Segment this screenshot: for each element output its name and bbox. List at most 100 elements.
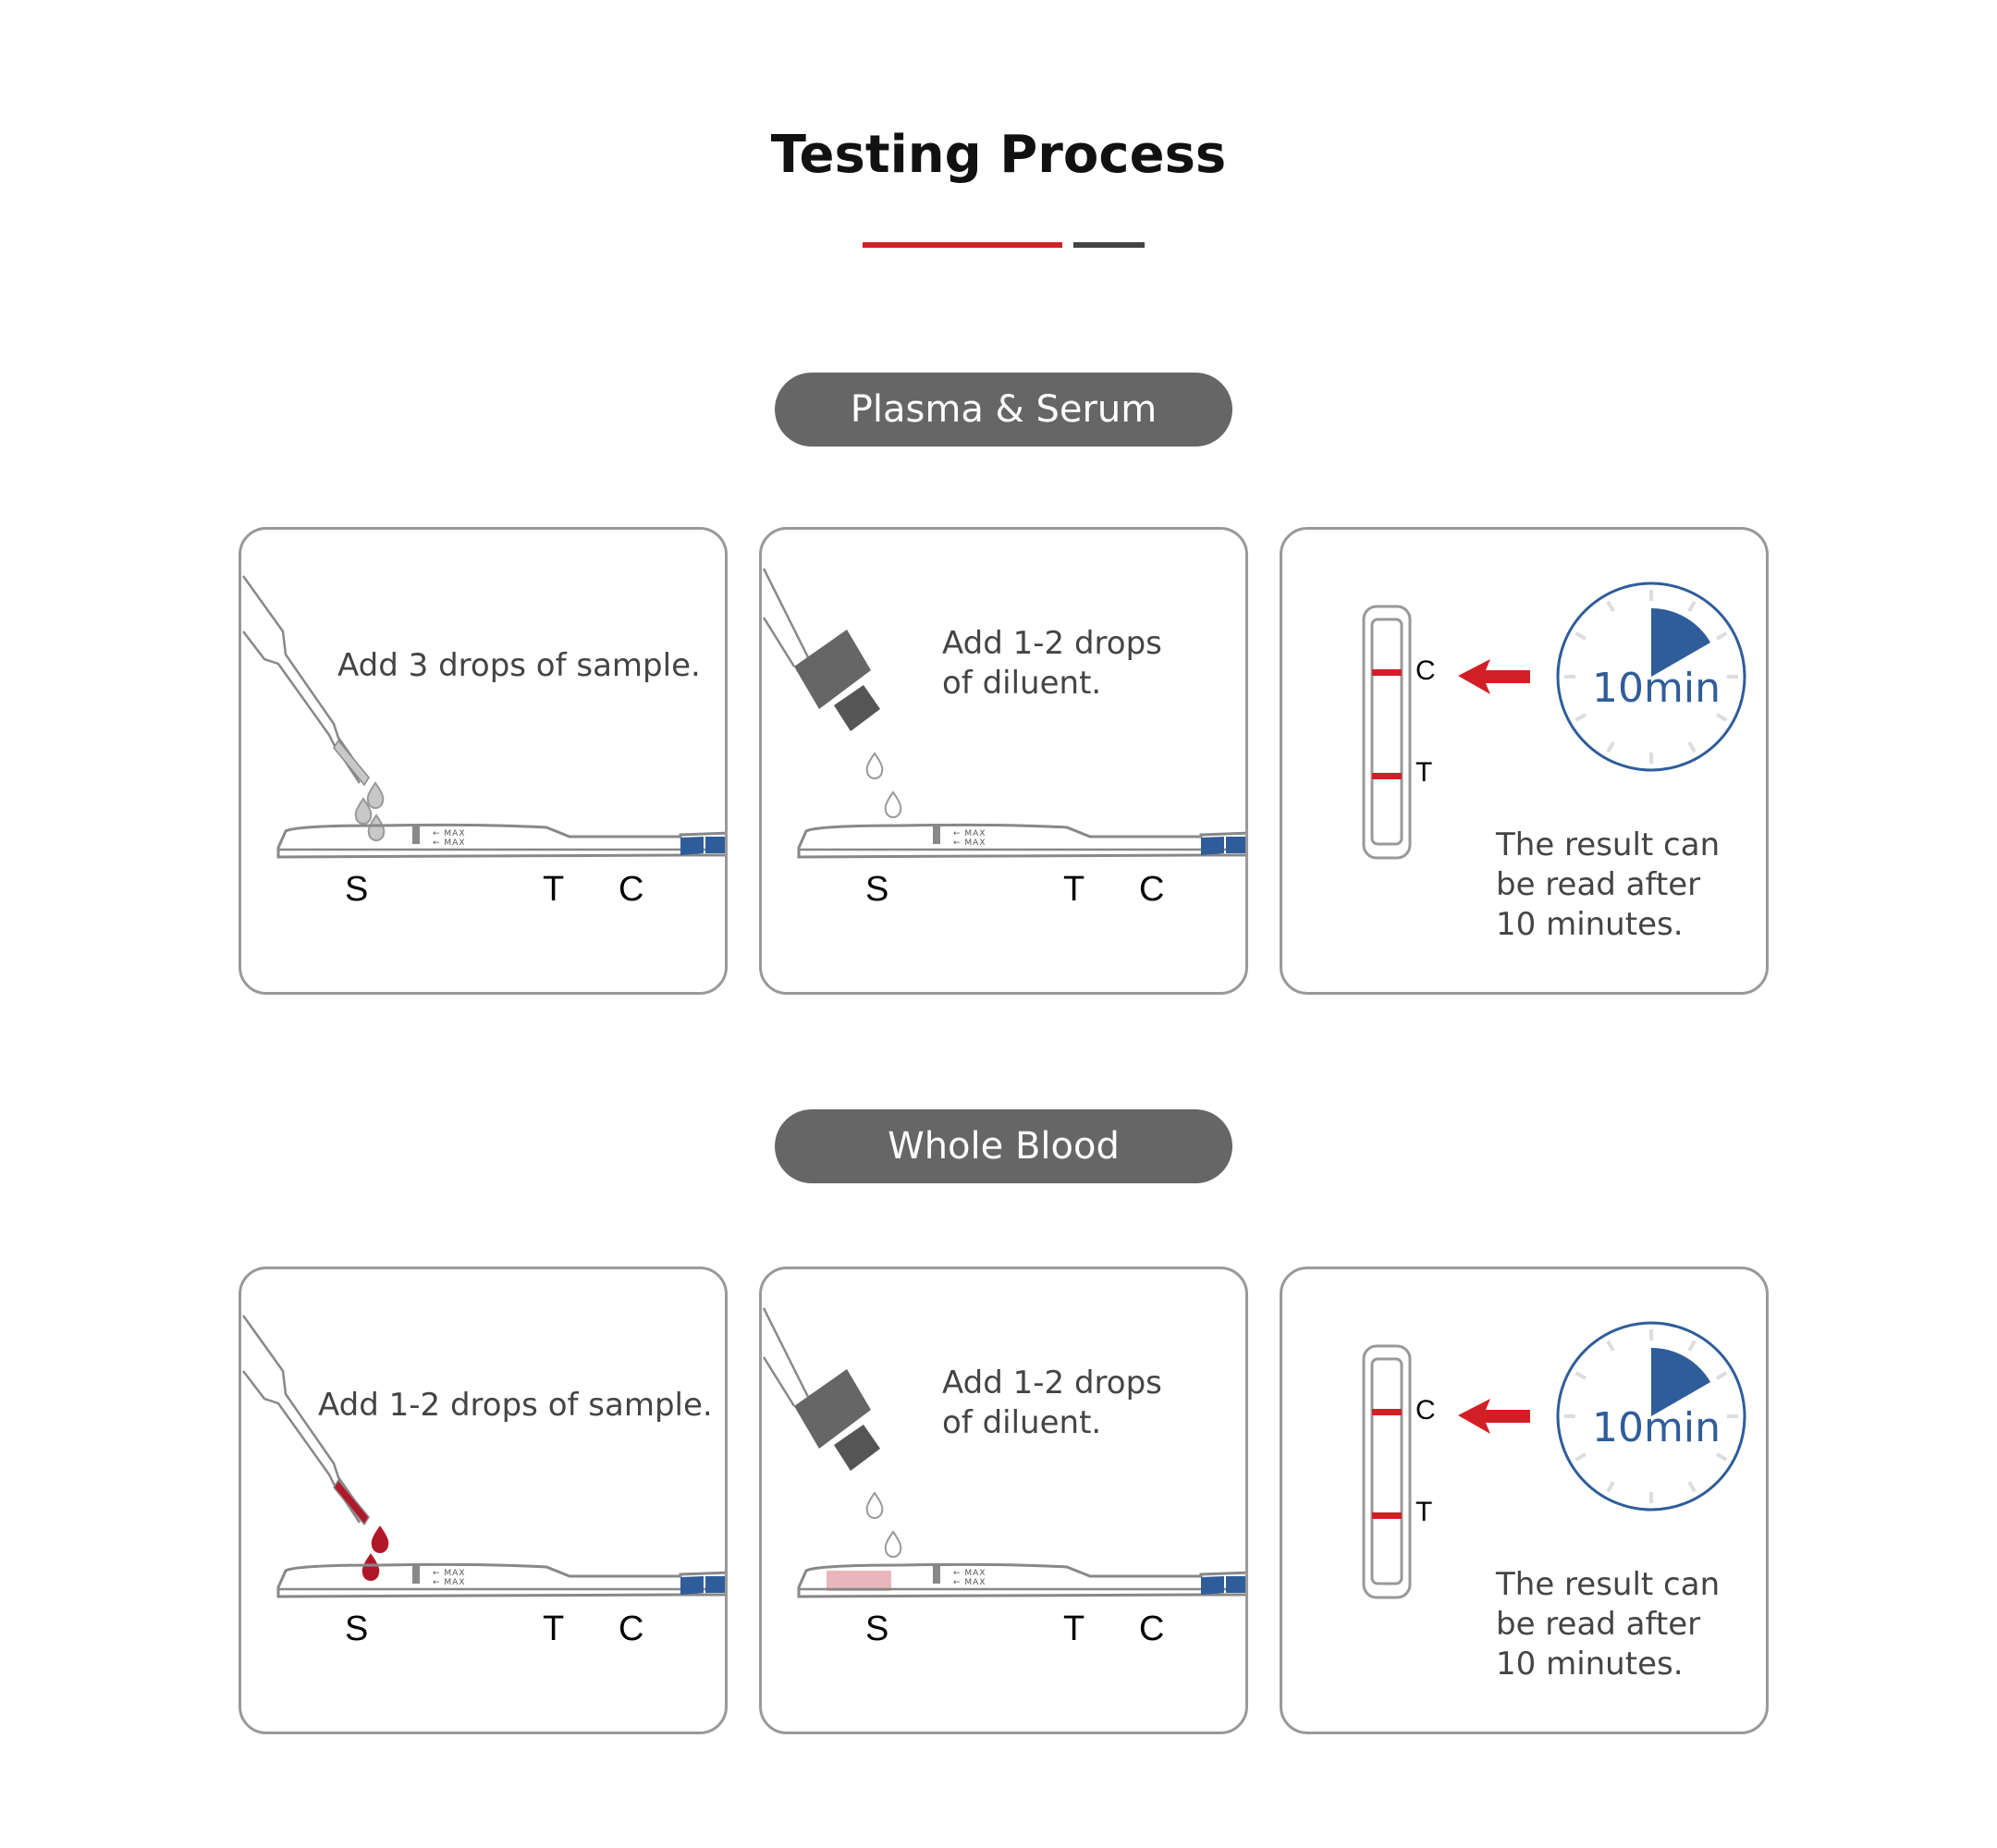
clock-tick: [1687, 1340, 1697, 1352]
strip-label-s: S: [865, 870, 889, 909]
clock-tick: [1687, 1481, 1697, 1493]
clock-tick: [1687, 600, 1697, 612]
elapsed-wedge: [1651, 608, 1711, 677]
step-instruction-line-2: of diluent.: [942, 1404, 1102, 1441]
svg-text:← MAX: ← MAX: [433, 1578, 466, 1587]
drop-icon: [865, 752, 884, 779]
test-strip: ← MAX ← MAX: [797, 823, 1245, 859]
svg-text:← MAX: ← MAX: [953, 829, 986, 838]
strip-label-s: S: [345, 1609, 369, 1648]
strip-label-s: S: [345, 870, 369, 909]
result-text-line-3: 10 minutes.: [1496, 1646, 1684, 1683]
clock-tick: [1606, 741, 1615, 753]
step-card-read-result: C T 10min The result can be read after 1…: [1280, 527, 1769, 995]
clock-tick: [1687, 741, 1697, 753]
result-text-line-1: The result can: [1496, 1566, 1721, 1603]
cassette-label-t: T: [1415, 757, 1433, 788]
svg-text:← MAX: ← MAX: [433, 829, 466, 838]
clock-tick: [1574, 1371, 1587, 1380]
arrow-left-icon: [1458, 1399, 1530, 1434]
title-underline-red: [863, 242, 1062, 248]
control-line: [1372, 1409, 1402, 1415]
clock-tick: [1574, 631, 1587, 641]
step-card-read-result: C T 10min The result can be read after 1…: [1280, 1267, 1769, 1734]
svg-text:← MAX: ← MAX: [953, 1569, 986, 1578]
drop-icon: [371, 1525, 389, 1553]
clock-tick: [1716, 1371, 1728, 1380]
drop-icon: [884, 790, 902, 818]
test-line: [1372, 1512, 1402, 1519]
timer-clock-icon: [1556, 1321, 1746, 1511]
step-instruction: Add 3 drops of sample.: [337, 647, 701, 684]
strip-label-t: T: [543, 870, 565, 909]
section-label-plasma-serum: Plasma & Serum: [775, 373, 1232, 447]
clock-tick: [1574, 713, 1587, 722]
strip-label-c: C: [619, 1609, 644, 1648]
result-text-line-3: 10 minutes.: [1496, 906, 1684, 943]
strip-label-c: C: [1139, 1609, 1165, 1648]
strip-label-c: C: [619, 870, 644, 909]
strip-label-s: S: [865, 1609, 889, 1648]
step-card-add-diluent: ← MAX ← MAX Add 1-2 drops of diluent. S …: [759, 527, 1248, 995]
pipette-icon: [241, 1315, 370, 1526]
clock-tick: [1716, 713, 1728, 722]
strip-label-c: C: [1139, 870, 1165, 909]
clock-tick: [1606, 600, 1615, 612]
diluent-bottle-icon: [762, 1307, 880, 1471]
clock-tick: [1606, 1340, 1615, 1352]
diluent-bottle-icon: [762, 568, 880, 731]
clock-tick: [1716, 631, 1728, 641]
diluent-bottle-illustration: ← MAX ← MAX: [762, 1307, 1245, 1598]
svg-text:← MAX: ← MAX: [433, 1569, 466, 1578]
step-instruction-line-2: of diluent.: [942, 665, 1102, 702]
clock-tick: [1606, 1481, 1615, 1493]
drop-icon: [366, 781, 385, 809]
step-instruction-line-1: Add 1-2 drops: [942, 625, 1162, 662]
cassette-timer-illustration: [1362, 581, 1746, 860]
timer-clock-icon: [1556, 581, 1746, 772]
strip-label-t: T: [1063, 1609, 1085, 1648]
test-strip: ← MAX ← MAX: [797, 1562, 1245, 1598]
clock-tick: [1716, 1452, 1728, 1462]
drop-icon: [354, 797, 373, 825]
step-instruction-line-1: Add 1-2 drops: [942, 1365, 1162, 1401]
step-card-add-sample: ← MAX ← MAX Add 3 drops of sample. S T C: [239, 527, 728, 995]
title-underline-dark: [1073, 242, 1145, 248]
step-card-add-diluent: ← MAX ← MAX Add 1-2 drops of diluent. S …: [759, 1267, 1248, 1734]
svg-text:← MAX: ← MAX: [433, 838, 466, 848]
svg-text:← MAX: ← MAX: [953, 838, 986, 848]
svg-text:← MAX: ← MAX: [953, 1578, 986, 1587]
dropper-illustration: ← MAX ← MAX: [241, 1315, 725, 1598]
drop-icon: [865, 1491, 884, 1519]
test-cassette: [1362, 605, 1412, 860]
timer-label: 10min: [1592, 665, 1721, 712]
result-text-line-2: be read after: [1496, 1606, 1701, 1643]
cassette-label-c: C: [1415, 1395, 1436, 1426]
blood-smear: [827, 1571, 891, 1591]
timer-label: 10min: [1592, 1404, 1721, 1451]
diluent-bottle-illustration: ← MAX ← MAX: [762, 568, 1245, 859]
cassette-timer-illustration: [1362, 1321, 1746, 1599]
step-instruction: Add 1-2 drops of sample.: [318, 1387, 713, 1424]
elapsed-wedge: [1651, 1348, 1711, 1416]
dropper-illustration: ← MAX ← MAX: [241, 575, 725, 859]
clock-tick: [1574, 1452, 1587, 1462]
control-line: [1372, 669, 1402, 676]
drop-icon: [367, 814, 386, 841]
cassette-label-c: C: [1415, 655, 1436, 686]
test-line: [1372, 773, 1402, 779]
cassette-label-t: T: [1415, 1497, 1433, 1527]
strip-label-t: T: [1063, 870, 1085, 909]
arrow-left-icon: [1458, 659, 1530, 694]
drop-icon: [884, 1530, 902, 1558]
result-text-line-1: The result can: [1496, 826, 1721, 863]
page-title: Testing Process: [770, 125, 1227, 185]
step-card-add-sample: ← MAX ← MAX Add 1-2 drops of sample. S T…: [239, 1267, 728, 1734]
strip-label-t: T: [543, 1609, 565, 1648]
result-text-line-2: be read after: [1496, 866, 1701, 903]
pipette-icon: [241, 575, 370, 787]
test-strip: ← MAX ← MAX: [276, 1562, 725, 1598]
test-cassette: [1362, 1344, 1412, 1599]
test-strip: ← MAX ← MAX: [276, 823, 725, 859]
drop-icon: [361, 1553, 380, 1581]
